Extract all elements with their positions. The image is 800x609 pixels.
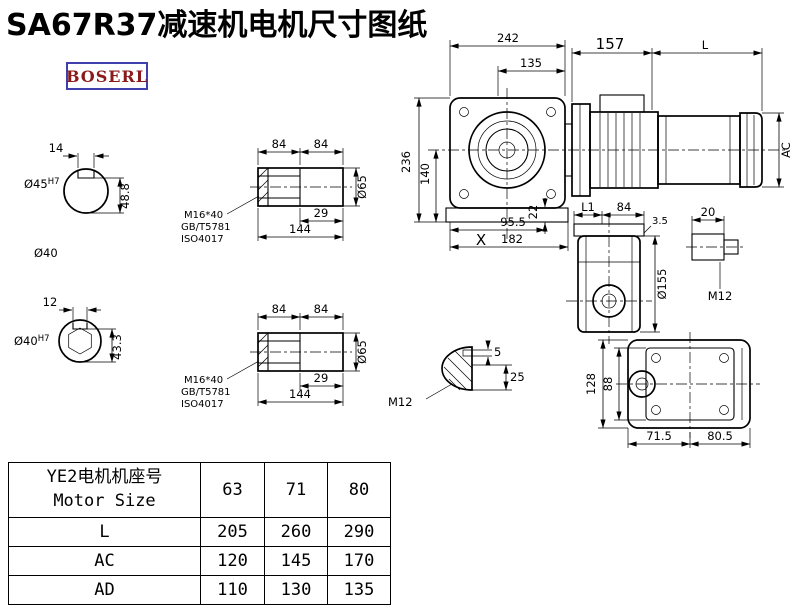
dim-outer-a: Ø40 bbox=[34, 246, 58, 260]
dim-seg-b: 84 bbox=[314, 137, 329, 151]
row-label-AC: AC bbox=[8, 546, 201, 576]
tap-callout: M12 bbox=[388, 395, 413, 409]
frame-size-80: 80 bbox=[327, 462, 391, 518]
dim-b805: 80.5 bbox=[707, 429, 733, 443]
main-assembly-view: 242 135 157 L 236 140 22 95.5 X bbox=[399, 31, 793, 251]
thread-callout: M16*40 bbox=[184, 375, 223, 386]
dim-depth-b: 43.3 bbox=[110, 334, 124, 360]
frame-size-63: 63 bbox=[200, 462, 265, 518]
dim-dia: Ø65 bbox=[355, 175, 369, 199]
table-row-AD: AD 110 130 135 bbox=[8, 575, 391, 605]
dim-key-len: 29 bbox=[314, 206, 329, 220]
keyed-shaft-bottom: 84 84 M16*40 GB/T5781 ISO4017 29 144 Ø65 bbox=[181, 302, 369, 410]
value-AC-71: 145 bbox=[264, 546, 328, 576]
dim-axis-height: 140 bbox=[418, 163, 432, 185]
row-label-L: L bbox=[8, 517, 201, 547]
dim-key-width-a: 14 bbox=[49, 141, 64, 155]
dim-depth-a: 48.8 bbox=[118, 183, 132, 209]
value-AD-63: 110 bbox=[200, 575, 265, 605]
dim-length128: 128 bbox=[584, 373, 598, 395]
dim-motor-front: 157 bbox=[596, 35, 625, 53]
dim-center-dist: 95.5 bbox=[500, 215, 526, 229]
value-L-71: 260 bbox=[264, 517, 328, 547]
gearbox-side-view: L1 84 3.5 20 M12 Ø155 bbox=[566, 200, 744, 344]
dim-seg-a: 84 bbox=[272, 137, 287, 151]
dim-key20: 20 bbox=[701, 205, 716, 219]
thread-callout: M16*40 bbox=[184, 210, 223, 221]
dim-key-len: 29 bbox=[314, 371, 329, 385]
standard-1: GB/T5781 bbox=[181, 222, 231, 233]
dim-dia: Ø65 bbox=[355, 340, 369, 364]
dim-key-width-b: 12 bbox=[43, 295, 58, 309]
dim-overall: 242 bbox=[497, 31, 519, 45]
dim-flange-to-center: 135 bbox=[520, 56, 542, 70]
standard-2: ISO4017 bbox=[181, 399, 224, 410]
motor-size-label-cn: YE2电机机座号 bbox=[46, 467, 163, 488]
page-title: SA67R37减速机电机尺寸图纸 bbox=[6, 8, 428, 43]
table-header-row: YE2电机机座号 Motor Size 63 71 80 bbox=[8, 462, 391, 518]
shaft-end-detail: 5 25 M12 bbox=[388, 340, 525, 409]
standard-2: ISO4017 bbox=[181, 234, 224, 245]
value-AC-63: 120 bbox=[200, 546, 265, 576]
table-header-motor-size: YE2电机机座号 Motor Size bbox=[8, 462, 201, 518]
dim-total-len: 144 bbox=[289, 222, 311, 236]
frame-size-71: 71 bbox=[264, 462, 328, 518]
dim-l1: L1 bbox=[581, 200, 595, 214]
motor-size-table: YE2电机机座号 Motor Size 63 71 80 L 205 260 2… bbox=[8, 462, 391, 605]
dim-a715: 71.5 bbox=[646, 429, 672, 443]
brand-logo: BOSERL bbox=[66, 62, 148, 90]
dim-height: 236 bbox=[399, 151, 413, 173]
dim-depth25: 25 bbox=[510, 370, 525, 384]
row-label-AD: AD bbox=[8, 575, 201, 605]
dim-base: 182 bbox=[501, 232, 523, 246]
motor-size-label-en: Motor Size bbox=[53, 491, 156, 511]
mounting-face-view: 128 88 71.5 80.5 bbox=[584, 332, 760, 448]
value-AD-71: 130 bbox=[264, 575, 328, 605]
table-row-L: L 205 260 290 bbox=[8, 517, 391, 547]
dim-seg-b: 84 bbox=[314, 302, 329, 316]
value-L-63: 205 bbox=[200, 517, 265, 547]
value-AD-80: 135 bbox=[327, 575, 391, 605]
keyed-shaft-top: 84 84 M16*40 GB/T5781 ISO4017 29 144 Ø65 bbox=[181, 137, 369, 245]
dim-motor-dia: AC bbox=[779, 142, 793, 158]
table-row-AC: AC 120 145 170 bbox=[8, 546, 391, 576]
dim-w84: 84 bbox=[617, 200, 632, 214]
dim-bore-a: Ø45H7 bbox=[24, 177, 60, 191]
dim-motor-length: L bbox=[702, 38, 709, 52]
shaft-bore-section-a: 14 Ø45H7 48.8 Ø40 bbox=[24, 141, 132, 260]
standard-1: GB/T5781 bbox=[181, 387, 231, 398]
dim-flange-dia: Ø155 bbox=[655, 268, 669, 299]
dim-gasket: 3.5 bbox=[652, 216, 668, 227]
dim-inner88: 88 bbox=[601, 377, 615, 392]
dim-seg-a: 84 bbox=[272, 302, 287, 316]
tap-callout: M12 bbox=[708, 289, 733, 303]
dim-total-len: 144 bbox=[289, 387, 311, 401]
x-mark: X bbox=[476, 231, 486, 249]
dim-bore-b: Ø40H7 bbox=[14, 334, 50, 348]
value-L-80: 290 bbox=[327, 517, 391, 547]
dim-foot: 22 bbox=[526, 205, 540, 220]
shaft-bore-section-b: 12 Ø40H7 43.3 bbox=[14, 295, 124, 363]
dim-offset5: 5 bbox=[494, 345, 501, 359]
value-AC-80: 170 bbox=[327, 546, 391, 576]
